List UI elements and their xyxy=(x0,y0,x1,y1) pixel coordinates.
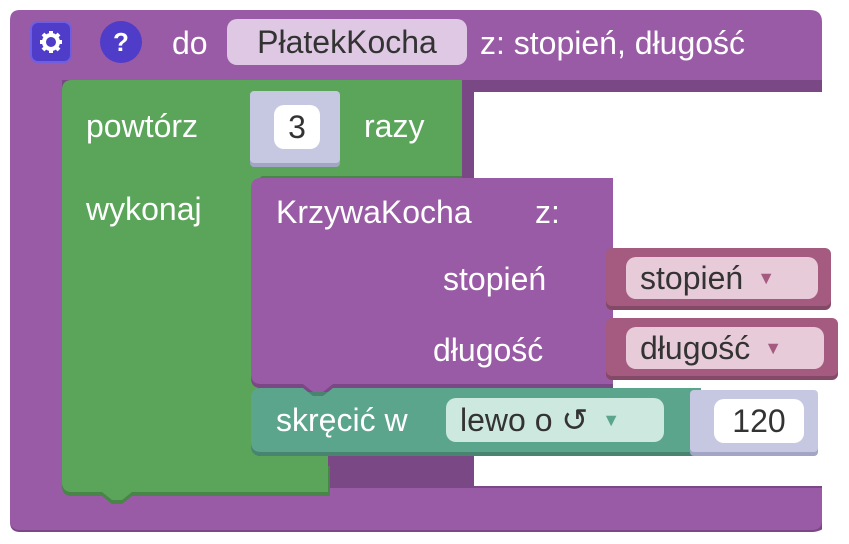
help-icon: ? xyxy=(113,26,129,57)
repeat-block[interactable] xyxy=(62,80,472,510)
variable-dropdown-dlugosc[interactable]: długość ▼ xyxy=(626,327,824,369)
repeat-label: powtórz xyxy=(86,108,199,144)
procedure-name-field[interactable]: PłatekKocha xyxy=(227,19,467,65)
chevron-down-icon: ▼ xyxy=(602,410,621,430)
procedure-keyword: do xyxy=(172,25,208,61)
call-arg-label-dlugosc: długość xyxy=(433,332,544,368)
repeat-count-block[interactable]: 3 xyxy=(250,91,340,163)
procedure-call-block[interactable] xyxy=(251,178,615,392)
turn-direction-value: lewo o ↺ xyxy=(460,402,589,438)
call-arg-label-stopien: stopień xyxy=(443,261,547,297)
help-button[interactable]: ? xyxy=(100,21,142,63)
variable-value-stopien: stopień xyxy=(640,260,744,296)
variable-value-dlugosc: długość xyxy=(640,330,751,366)
procedure-params-label: z: stopień, długość xyxy=(480,25,746,61)
turn-label: skręcić w xyxy=(276,402,408,438)
repeat-count-field[interactable]: 3 xyxy=(274,105,320,149)
procedure-call-name: KrzywaKocha xyxy=(276,194,472,230)
turn-direction-dropdown[interactable]: lewo o ↺ ▼ xyxy=(446,398,664,442)
gear-icon xyxy=(40,31,62,53)
degrees-number-field[interactable]: 120 xyxy=(714,399,804,443)
variable-block-dlugosc[interactable]: długość ▼ xyxy=(606,318,838,376)
repeat-block-shape xyxy=(62,80,462,504)
procedure-call-with-label: z: xyxy=(535,194,560,230)
degrees-number-block[interactable]: 120 xyxy=(690,390,818,452)
chevron-down-icon: ▼ xyxy=(757,268,776,288)
procedure-call-shape xyxy=(251,178,613,392)
repeat-times-label: razy xyxy=(364,108,425,144)
settings-button[interactable] xyxy=(30,21,72,63)
repeat-do-label: wykonaj xyxy=(86,191,202,227)
variable-dropdown-stopien[interactable]: stopień ▼ xyxy=(626,257,818,299)
variable-block-stopien[interactable]: stopień ▼ xyxy=(606,248,831,306)
chevron-down-icon: ▼ xyxy=(764,338,783,358)
